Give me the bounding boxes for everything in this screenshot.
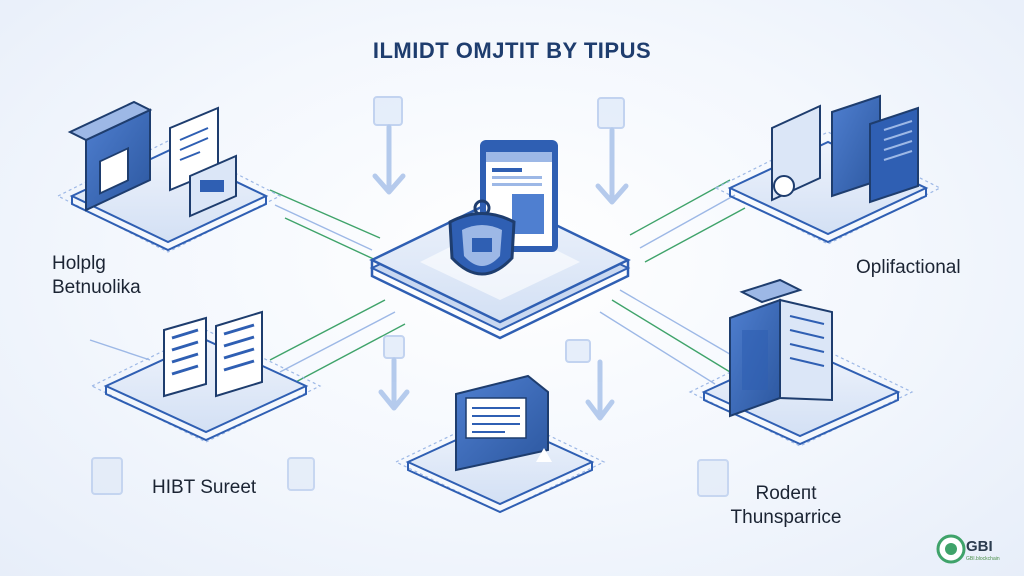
decorative-icons bbox=[91, 457, 729, 497]
label-right-top: Oplifactional bbox=[856, 256, 961, 280]
arrow-down-icon-top-right bbox=[595, 97, 629, 205]
connector-left-bottom bbox=[269, 299, 386, 361]
connector-right-bottom bbox=[611, 299, 731, 373]
shield-icon bbox=[448, 199, 516, 276]
arrow-down-icon-bottom-left bbox=[378, 335, 410, 411]
flow-arrows bbox=[372, 96, 629, 421]
connector-left-bottom-2 bbox=[279, 311, 396, 373]
node-left-bottom bbox=[90, 310, 322, 443]
label-left-top: Holplg Betnuolika bbox=[52, 252, 141, 300]
label-left-top-line2: Betnuolika bbox=[52, 277, 141, 298]
connector-right-top-3 bbox=[644, 207, 746, 263]
warning-icon bbox=[536, 448, 552, 462]
connector-right-top-2 bbox=[639, 194, 736, 249]
server-tower-icon bbox=[163, 310, 263, 398]
label-left-top-line1: Holplg bbox=[52, 253, 106, 274]
label-left-bottom: HIBT Sureet bbox=[152, 476, 256, 500]
arrow-down-icon-top-left bbox=[372, 96, 406, 195]
node-right-top bbox=[714, 94, 942, 245]
document-icon-faded-3 bbox=[697, 459, 729, 497]
server-rack-icon bbox=[67, 100, 153, 212]
diagram-title: ILMIDT OMJTIT BY TIPUS bbox=[372, 38, 652, 63]
node-bottom-center bbox=[394, 374, 606, 514]
document-icon-faded-1 bbox=[91, 457, 123, 495]
card-icon bbox=[189, 154, 237, 218]
server-cabinet-icon bbox=[771, 94, 919, 204]
label-left-bottom-line1: HIBT Sureet bbox=[152, 477, 257, 498]
connector-left-far bbox=[89, 339, 151, 361]
node-right-bottom bbox=[688, 278, 914, 447]
logo-text: GBI bbox=[966, 538, 993, 555]
connector-right-top bbox=[629, 179, 731, 236]
arrow-down-icon-bottom-right bbox=[565, 339, 615, 421]
label-right-bottom-line2: Thunsparrice bbox=[730, 507, 842, 528]
connector-left-top-2 bbox=[274, 204, 373, 251]
node-left-top bbox=[56, 100, 282, 253]
connector-right-bottom-3 bbox=[599, 311, 716, 385]
connector-left-top-3 bbox=[284, 217, 381, 263]
label-right-top-line1: Oplifactional bbox=[856, 257, 961, 278]
central-hub bbox=[369, 140, 631, 340]
logo-subtext: GBI.blockchain bbox=[966, 556, 1000, 562]
document-icon-faded-2 bbox=[287, 457, 315, 491]
label-right-bottom-line1: Rodeпt bbox=[755, 483, 817, 504]
folder-icon bbox=[455, 374, 552, 472]
label-right-bottom: Rodeпt Thunsparrice bbox=[716, 482, 856, 530]
connection-lines bbox=[89, 179, 746, 385]
connector-left-bottom-3 bbox=[291, 323, 406, 385]
connector-left-top bbox=[269, 189, 381, 239]
connector-right-bottom-2 bbox=[619, 289, 741, 361]
logo-mark bbox=[936, 534, 966, 564]
data-center-cabinet-icon bbox=[729, 278, 833, 418]
